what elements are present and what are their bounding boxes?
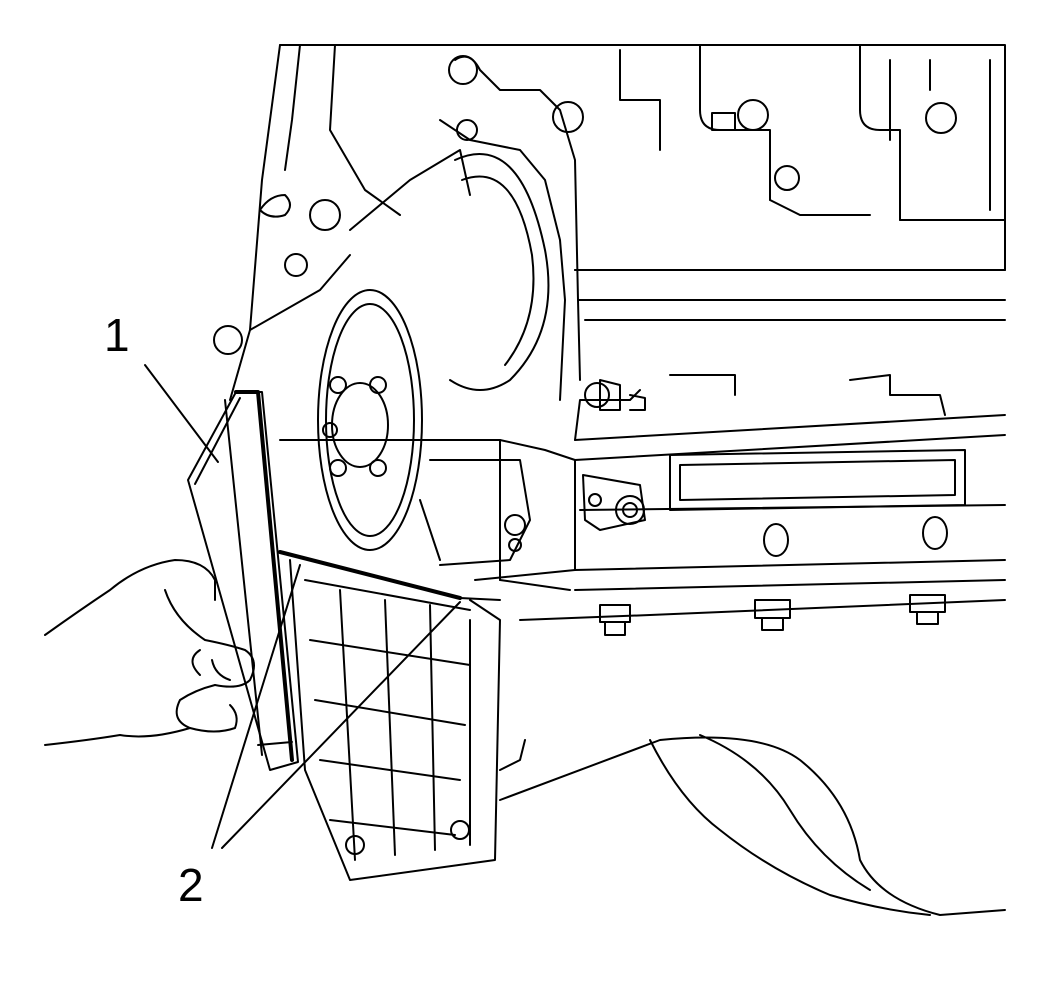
timing-plate	[450, 154, 548, 390]
hand-illustration	[45, 560, 254, 745]
block-side-rail	[520, 375, 1005, 620]
lower-shield	[500, 735, 1005, 915]
front-cover-lower	[280, 440, 575, 590]
callout-label-2: 2	[178, 859, 204, 911]
oil-pan-cover	[290, 560, 525, 880]
oil-pan-bolts	[600, 595, 945, 635]
engine-block-upper	[280, 45, 1005, 320]
straightedge	[188, 392, 298, 770]
sealing-surface	[280, 552, 500, 600]
leader-lines	[145, 365, 460, 848]
pump-flange	[318, 290, 422, 550]
sensor-bracket	[583, 475, 645, 530]
callout-label-1: 1	[104, 309, 130, 361]
front-cover	[214, 45, 580, 400]
